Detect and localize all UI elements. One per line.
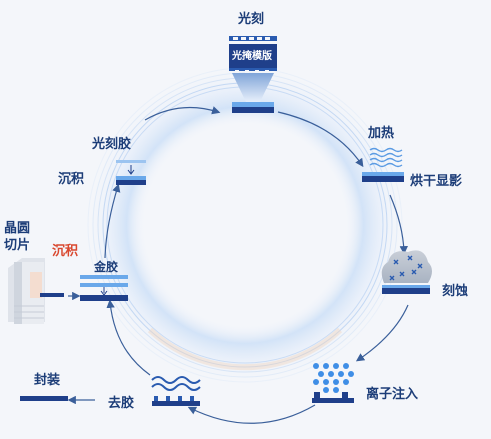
label-lithography: 光刻 (238, 12, 265, 27)
heating-icon (369, 147, 403, 168)
arrow-photoresist-to-lithography (144, 106, 221, 121)
arrow-bake-to-etch (389, 194, 408, 255)
label-wafer: 晶圆 切片 (4, 221, 31, 253)
wafer-icon (8, 258, 64, 324)
arrow-ion-to-strip (187, 404, 316, 424)
arrow-lithography-to-bake (277, 111, 364, 168)
strip-icon (151, 376, 201, 406)
label-strip: 去胶 (108, 396, 135, 411)
arrow-gold-to-photoresist (104, 183, 121, 259)
label-photoresist: 光刻胶 (92, 137, 132, 152)
gold-glue-icon (80, 275, 128, 301)
mask-plate (229, 44, 277, 68)
arrow-etch-to-ion (355, 304, 409, 362)
photoresist-icon (116, 160, 146, 185)
ion-implant-icon (312, 363, 354, 403)
label-package: 封装 (34, 373, 61, 388)
bake-layer-icon (362, 172, 404, 182)
label-mask: 光掩模版 (232, 51, 272, 62)
label-heating: 加热 (368, 126, 395, 141)
etch-icon (381, 250, 432, 294)
cycle-arrows (67, 106, 409, 424)
arrow-strip-to-gold (106, 299, 151, 376)
label-gold-glue: 金胶 (94, 260, 119, 274)
label-etch: 刻蚀 (442, 284, 469, 299)
package-icon (20, 396, 68, 401)
label-bake-develop: 烘干显影 (410, 174, 463, 189)
label-deposition-2: 沉积 (52, 244, 79, 259)
label-ion-implant: 离子注入 (366, 387, 419, 402)
lithography-icon (229, 36, 277, 113)
label-deposition-1: 沉积 (58, 172, 85, 187)
